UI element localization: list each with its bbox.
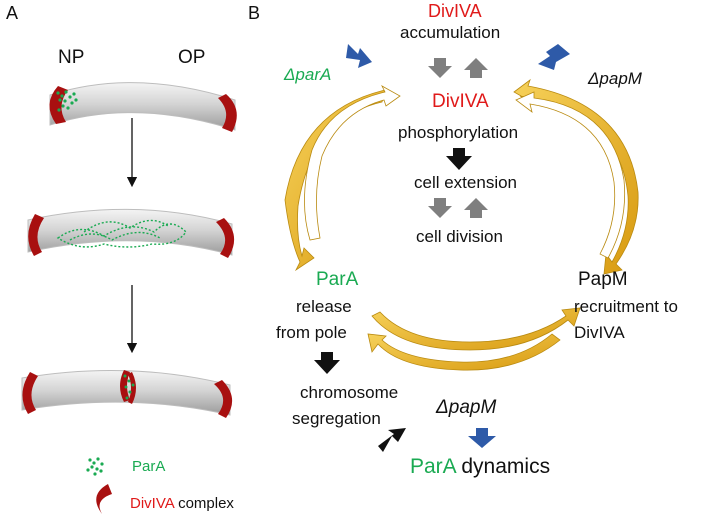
gray-up-arrow-2 (464, 198, 488, 218)
cell-extension: cell extension (414, 173, 518, 192)
cap-right-3 (214, 380, 233, 418)
para-dynamics-text: dynamics (461, 455, 551, 478)
para-dynamics-protein: ParA (410, 455, 456, 478)
gray-down-arrow-2 (428, 198, 452, 218)
para-dynamics: ParA dynamics (410, 456, 550, 477)
para-mid-3 (123, 374, 135, 400)
panel-b-label: B (248, 3, 261, 23)
panel-a-label: A (6, 3, 19, 23)
legend-divIVA-label: DivIVA (130, 495, 174, 512)
gray-up-arrow-1 (464, 58, 488, 78)
divIVA-phos-protein: DivIVA (432, 91, 489, 112)
para-cluster-1 (56, 90, 78, 112)
gray-down-arrow-1 (428, 58, 452, 78)
legend-divIVA-complex: DivIVA complex (130, 496, 234, 511)
arrow-bottom-pair (367, 307, 581, 371)
divIVA-accum-protein: DivIVA (428, 1, 482, 21)
blue-arrow-bottom (468, 428, 496, 448)
cell-2 (27, 208, 235, 258)
divIVA-accum-text: accumulation (400, 23, 501, 42)
black-slant-arrow (378, 428, 406, 452)
arrow-left-pair (284, 85, 401, 272)
chromosome: chromosome (300, 383, 399, 402)
cap-left-3 (22, 372, 38, 414)
legend-para-label: ParA (132, 458, 166, 475)
legend-para-icon (86, 457, 104, 476)
black-down-arrow-top (446, 148, 472, 170)
delta-papM-bottom: ΔpapM (436, 397, 497, 418)
para-release: release (296, 297, 352, 316)
delta-parA: ΔparA (284, 65, 332, 84)
para-from-pole: from pole (276, 323, 347, 342)
cell-division: cell division (416, 227, 503, 246)
cap-right-2 (216, 218, 235, 258)
papm-divIVA: DivIVA (574, 323, 625, 342)
cap-left-2 (28, 214, 44, 256)
legend-complex-label: complex (178, 495, 234, 512)
papm-recruitment: recruitment to (574, 297, 678, 316)
papm-node: PapM (578, 269, 628, 290)
cell-1 (49, 82, 237, 132)
legend-divIVA-icon (96, 484, 112, 514)
divIVA-phos-text: phosphorylation (398, 123, 519, 142)
cell-3 (21, 369, 233, 418)
para-node: ParA (316, 269, 359, 290)
cap-mid-3b (128, 372, 136, 404)
blue-arrow-right (538, 44, 570, 70)
np-label: NP (58, 47, 85, 68)
cap-right-1 (218, 94, 237, 132)
delta-papM-top: ΔpapM (588, 69, 642, 88)
blue-arrow-left (346, 44, 372, 68)
op-label: OP (178, 47, 206, 68)
black-down-arrow-left (314, 352, 340, 374)
segregation: segregation (292, 409, 381, 428)
para-cloud-2 (56, 219, 187, 248)
arrow-right-pair (513, 78, 639, 275)
